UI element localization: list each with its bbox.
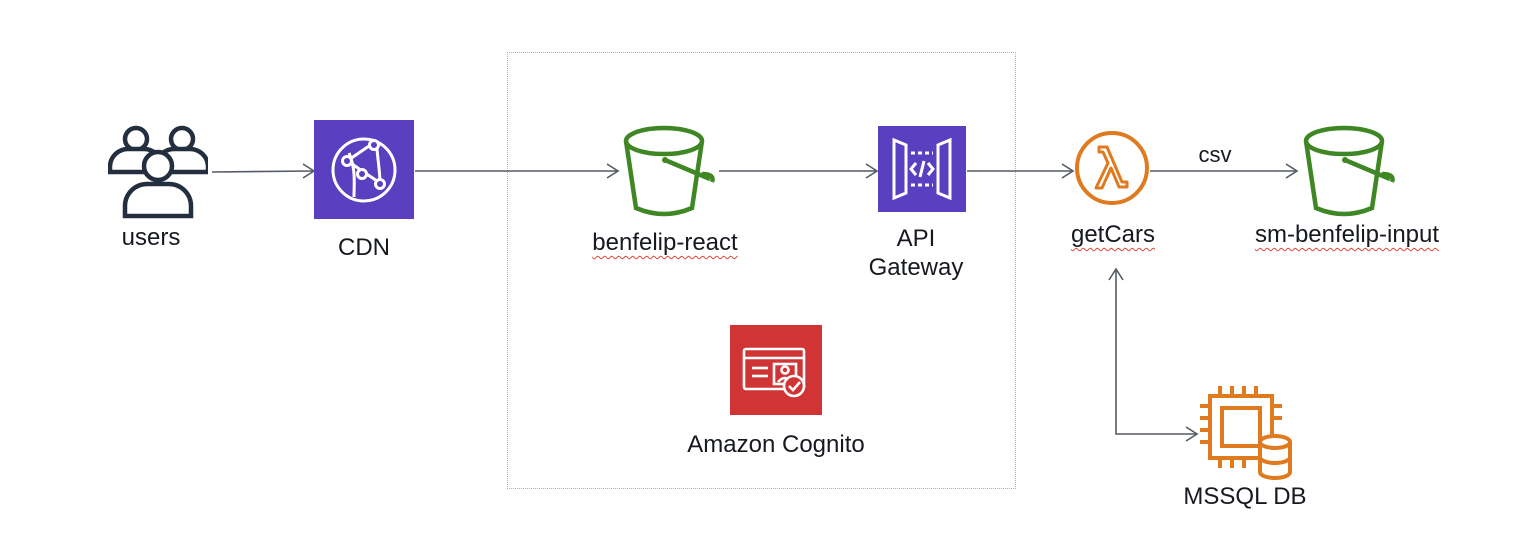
group-boundary bbox=[507, 52, 1016, 489]
cognito-label: Amazon Cognito bbox=[687, 431, 865, 458]
edge-api-gateway-to-lambda-head bbox=[1061, 163, 1075, 179]
api-gateway-label-line2: Gateway bbox=[868, 254, 964, 281]
react-bucket-label: benfelip-react bbox=[592, 229, 738, 256]
lambda-node bbox=[1074, 130, 1150, 206]
edge-label-csv: csv bbox=[1198, 142, 1232, 167]
s3-bucket-icon bbox=[1303, 125, 1395, 217]
ec2-database-icon bbox=[1200, 386, 1292, 480]
cdn-label: CDN bbox=[338, 234, 390, 261]
edge-users-to-cdn bbox=[211, 170, 314, 173]
cognito-icon bbox=[742, 347, 806, 398]
edge-react-bucket-to-api-gateway-head bbox=[865, 163, 879, 179]
edge-lambda-to-input-bucket-head bbox=[1285, 163, 1299, 179]
cloudfront-icon bbox=[331, 137, 397, 203]
input-bucket-node bbox=[1300, 122, 1400, 218]
lambda-label: getCars bbox=[1070, 221, 1156, 248]
edge-cdn-to-react-bucket-head bbox=[606, 163, 620, 179]
s3-bucket-icon bbox=[623, 125, 715, 217]
api-gateway-icon bbox=[892, 137, 952, 201]
users-label: users bbox=[121, 224, 181, 251]
input-bucket-label: sm-benfelip-input bbox=[1254, 221, 1440, 248]
api-gateway-node bbox=[878, 126, 966, 212]
mssql-label: MSSQL DB bbox=[1183, 483, 1307, 510]
users-node bbox=[107, 122, 211, 222]
cognito-node bbox=[730, 325, 822, 415]
mssql-node bbox=[1198, 384, 1298, 480]
edge-lambda-to-mssql-head-right bbox=[1185, 426, 1199, 442]
react-bucket-node bbox=[620, 122, 720, 218]
lambda-icon bbox=[1075, 131, 1149, 205]
edge-lambda-to-mssql bbox=[1115, 270, 1196, 435]
api-gateway-label-line1: API bbox=[896, 225, 936, 252]
users-icon bbox=[107, 125, 211, 219]
cdn-node bbox=[314, 120, 414, 219]
edge-lambda-to-mssql-head-up bbox=[1108, 267, 1124, 281]
